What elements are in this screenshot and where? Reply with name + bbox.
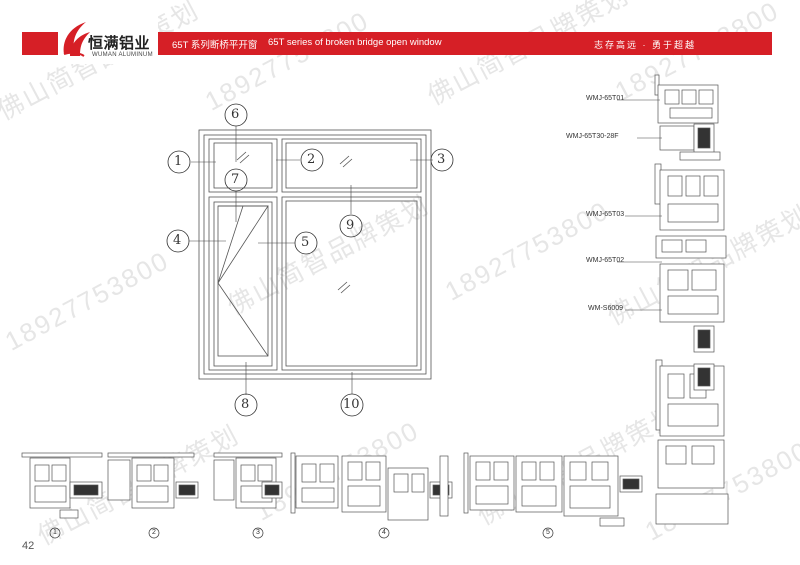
- header-bar: [142, 32, 772, 55]
- profile-label: WMJ-65T30-28F: [566, 133, 619, 140]
- section-number: 1: [53, 529, 57, 536]
- callout-number: 7: [231, 172, 240, 187]
- logo-text: 恒满铝业: [88, 34, 151, 52]
- callout-number: 4: [173, 233, 182, 248]
- callout-number: 3: [437, 152, 446, 167]
- callout-number: 6: [231, 107, 240, 122]
- callout-number: 1: [174, 154, 183, 169]
- callout-number: 10: [343, 397, 360, 412]
- logo-subtitle: WUMAN ALUMINUM: [92, 52, 153, 58]
- section-number: 2: [152, 529, 156, 536]
- page-title: 65T 系列断桥平开窗: [172, 40, 258, 51]
- logo-swoosh-icon: [63, 22, 90, 57]
- window-elevation: [198, 129, 432, 380]
- profile-label: WM-S6009: [588, 305, 624, 312]
- page-title-en: 65T series of broken bridge open window: [268, 37, 442, 48]
- profile-label: WMJ-65T02: [586, 257, 625, 264]
- page-number: 42: [22, 540, 35, 552]
- section-number: 4: [382, 529, 386, 536]
- section-number: 5: [546, 529, 550, 536]
- profile-label: WMJ-65T01: [586, 95, 625, 102]
- horizontal-sections: [21, 452, 643, 527]
- callout-number: 9: [346, 218, 355, 233]
- callout-number: 2: [307, 152, 316, 167]
- profile-label: WMJ-65T03: [586, 211, 625, 218]
- slogan: 志存高远 · 勇于超越: [594, 40, 696, 50]
- callout-number: 8: [241, 397, 250, 412]
- vertical-section: [654, 74, 729, 525]
- callout-number: 5: [301, 235, 310, 250]
- logo: 恒满铝业 WUMAN ALUMINUM: [58, 6, 158, 64]
- section-number: 3: [256, 529, 260, 536]
